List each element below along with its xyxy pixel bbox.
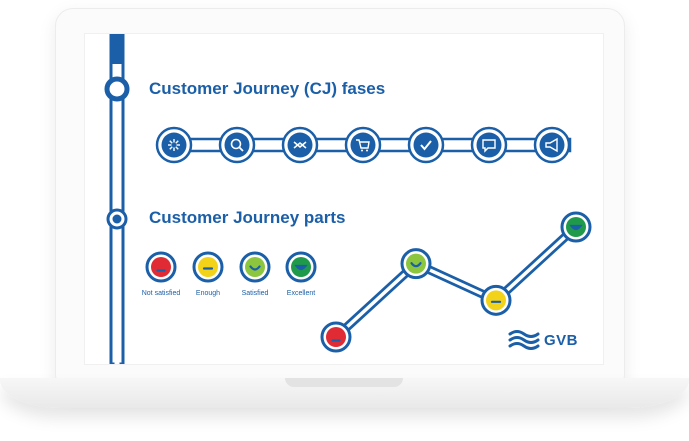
happy-face-icon (294, 264, 308, 271)
face-fill (151, 257, 171, 277)
legend-face-satisfied (239, 251, 271, 283)
face-fill (406, 253, 426, 274)
phase-node-fill (350, 132, 376, 158)
phase-node-search (218, 126, 256, 164)
legend-label-excellent: Excellent (286, 290, 316, 297)
journey-point-2 (400, 248, 432, 280)
megaphone-icon (545, 137, 558, 153)
face-fill (198, 257, 218, 277)
timeline-top-bar (111, 34, 123, 64)
journey-line (334, 225, 578, 339)
legend-label-satisfied: Satisfied (241, 290, 269, 297)
slide-screen: Customer Journey (CJ) fases Customer Jou… (84, 33, 604, 365)
phase-node-sparkle (155, 126, 193, 164)
phase-node-chat (470, 126, 508, 164)
gvb-logo-waves (508, 330, 540, 350)
journey-point-1 (320, 321, 352, 353)
gvb-logo-text: GVB (544, 332, 579, 349)
legend-face-excellent (285, 251, 317, 283)
legend-label-not-satisfied: Not satisfied (141, 290, 181, 297)
timeline-node-parts-inner (112, 214, 122, 224)
cart-icon (356, 139, 370, 152)
phase-node-fill (287, 132, 313, 158)
timeline-track (109, 34, 125, 364)
phase-node-check (407, 126, 445, 164)
happy-face-icon (569, 224, 583, 231)
heading-phases: Customer Journey (CJ) fases (149, 79, 386, 98)
phase-node-fill (224, 132, 250, 158)
slide-graphics (104, 34, 592, 364)
legend-face-not-satisfied (145, 251, 177, 283)
timeline-node-phases (104, 76, 130, 102)
face-fill (486, 290, 506, 311)
phase-node-fill (161, 132, 187, 158)
search-icon (230, 138, 244, 152)
smile-face-icon (410, 262, 422, 268)
legend-label-enough: Enough (195, 290, 221, 297)
legend-face-enough (192, 251, 224, 283)
phase-node-arrows (281, 126, 319, 164)
face-fill (245, 257, 265, 277)
arrows-icon (293, 141, 307, 149)
chat-icon (482, 139, 496, 153)
phase-node-cart (344, 126, 382, 164)
sparkle-icon (168, 139, 180, 151)
heading-parts: Customer Journey parts (149, 208, 346, 227)
phase-node-fill (476, 132, 502, 158)
timeline-track-inner (114, 96, 120, 364)
phase-node-fill (413, 132, 439, 158)
phase-node-fill (539, 132, 565, 158)
check-icon (420, 140, 432, 151)
journey-point-3 (480, 284, 512, 316)
face-fill (326, 327, 346, 347)
journey-point-4 (560, 211, 592, 243)
phase-node-megaphone (533, 126, 571, 164)
laptop-notch (285, 378, 403, 387)
smile-face-icon (249, 265, 261, 271)
